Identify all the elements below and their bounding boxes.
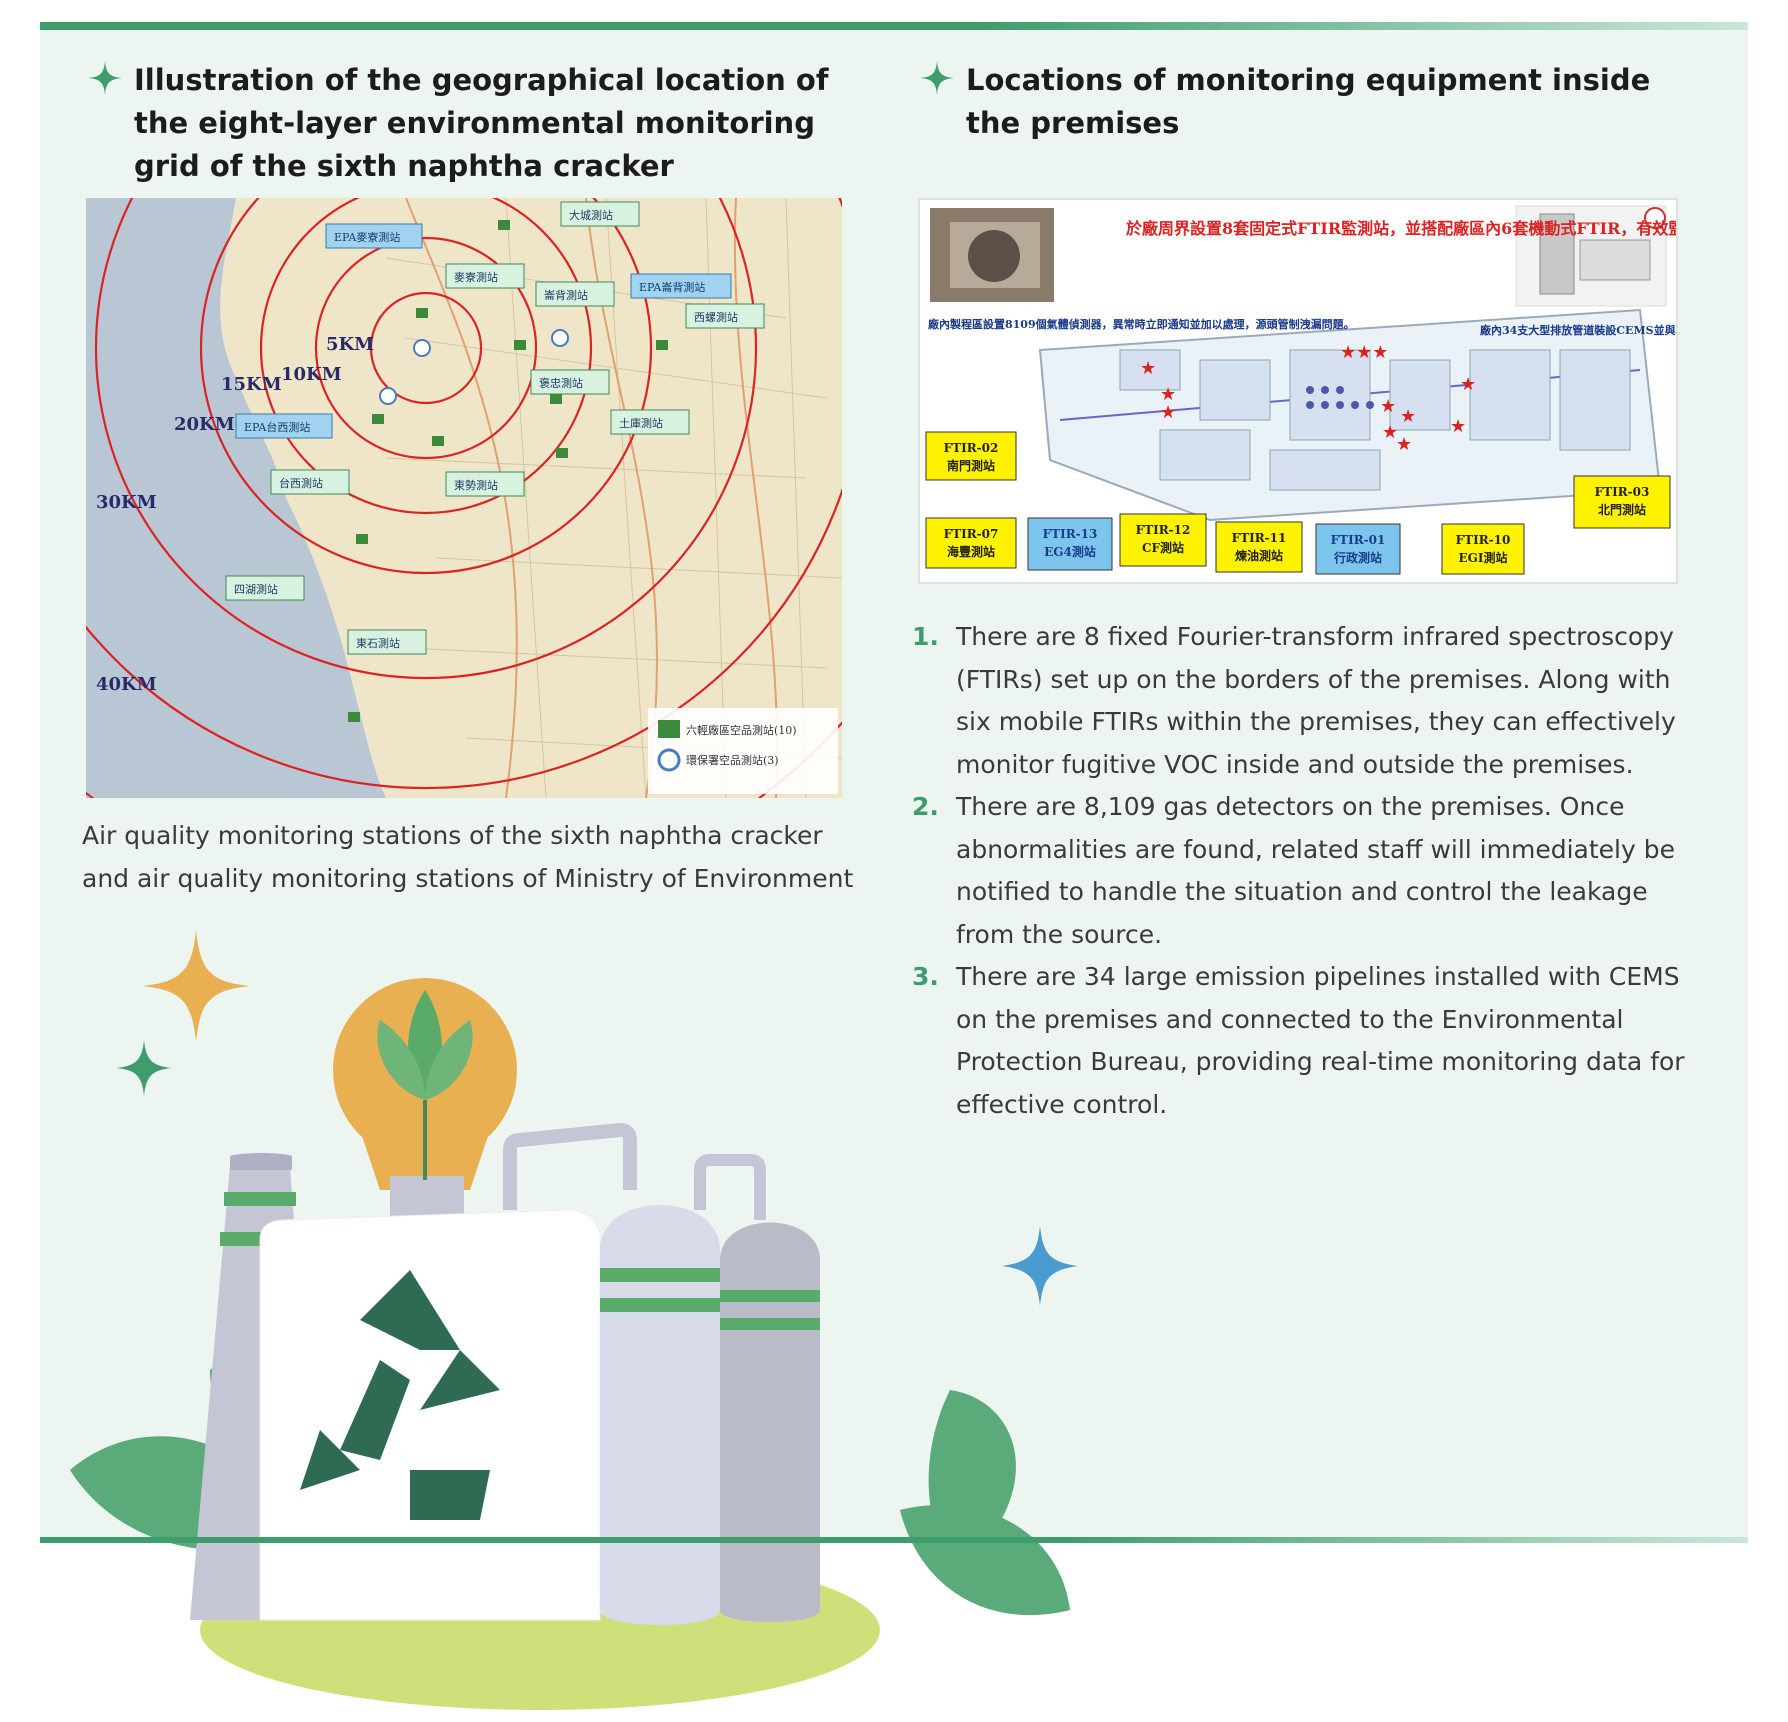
station-label: 崙背測站 [544,288,588,302]
ftir-label-name: 南門測站 [947,458,995,473]
monitoring-list: 1. There are 8 fixed Fourier-transform i… [912,616,1702,1126]
svg-text:★: ★ [1460,374,1476,395]
map-caption: Air quality monitoring stations of the s… [82,821,854,893]
list-number: 2. [912,792,939,821]
ring-label: 40KM [96,674,157,695]
ftir-label-name: 北門測站 [1598,502,1646,517]
list-number: 1. [912,622,939,651]
station-label: 東勢測站 [454,478,498,492]
svg-text:廠內製程區設置8109個氣體偵測器，異常時立即通知並加以處理: 廠內製程區設置8109個氣體偵測器，異常時立即通知並加以處理，源頭管制洩漏問題。 [928,317,1355,331]
station-label: 大城測站 [569,208,613,222]
left-heading: Illustration of the geographical locatio… [87,59,854,188]
ftir-label-name: EGI測站 [1458,550,1507,565]
ftir-label-name: EG4測站 [1044,544,1096,559]
list-number: 3. [912,962,939,991]
svg-text:★: ★ [1140,358,1156,379]
left-heading-text: Illustration of the geographical locatio… [134,63,829,183]
ring-label: 10KM [281,364,342,385]
legend-label: 六輕廠區空品測站(10) [686,723,797,737]
ftir-label-name: 海豐測站 [947,544,995,559]
ftir-label-id: FTIR-11 [1232,531,1287,545]
blue-sparkle-icon [1002,1226,1078,1306]
green-factory-illustration [70,930,1078,1710]
list-item: 3. There are 34 large emission pipelines… [912,956,1702,1126]
left-note: 廠內製程區設置8109個氣體偵測器，異常時立即通知並加以處理，源頭管制洩漏問題。 [928,317,1355,331]
legend-label: 環保署空品測站(3) [686,753,779,767]
orange-sparkle-icon [142,930,250,1042]
svg-text:★: ★ [1450,416,1466,437]
top-note: 於廠周界設置8套固定式FTIR監測站，並搭配廠區內6套機動式FTIR，有效監測廠… [1126,219,1676,238]
svg-text:★: ★ [1400,406,1416,427]
list-text: There are 34 large emission pipelines in… [956,962,1685,1119]
station-label: 東石測站 [356,636,400,650]
list-item: 1. There are 8 fixed Fourier-transform i… [912,616,1702,786]
green-sparkle-icon [116,1040,172,1096]
svg-text:★: ★ [1382,422,1398,443]
ftir-label-id: FTIR-07 [944,527,999,541]
station-label: 褒忠測站 [539,376,583,390]
station-label: EPA崙背測站 [639,280,705,294]
ring-label: 30KM [96,492,157,513]
svg-text:於廠周界設置8套固定式FTIR監測站，並搭配廠區內6套機動式: 於廠周界設置8套固定式FTIR監測站，並搭配廠區內6套機動式FTIR，有效監測廠… [1126,219,1676,238]
station-label: 台西測站 [279,476,323,490]
bottom-accent-bar [40,1537,1748,1543]
ring-label: 15KM [221,374,282,395]
ftir-label-id: FTIR-12 [1136,523,1191,537]
station-label: 四湖測站 [234,582,278,596]
svg-text:★: ★ [1396,434,1412,455]
ftir-label-id: FTIR-02 [944,441,999,455]
monitoring-grid-map: 5KM 10KM 15KM 20KM 30KM 40KM EPA麥寮測站 大城測… [86,198,842,798]
ftir-label-id: FTIR-01 [1331,533,1386,547]
ring-label: 5KM [326,334,374,355]
svg-text:廠內34支大型排放管道裝設CEMS並與環保局連線，提供即時監: 廠內34支大型排放管道裝設CEMS並與環保局連線，提供即時監測數據，有效管制。 [1480,323,1676,337]
plant-monitoring-map: ★★★★★ ★★★ ★★★ ★ 於廠周界設置8套固定式FTIR監測站，並搭配廠區… [918,198,1678,584]
ring-label: 20KM [174,414,235,435]
sparkle-icon [87,60,123,96]
station-label: EPA台西測站 [244,420,310,434]
station-label: 土庫測站 [619,416,663,430]
sparkle-icon [919,60,955,96]
station-label: 麥寮測站 [454,270,498,284]
svg-text:★: ★ [1160,384,1176,405]
svg-text:★: ★ [1160,402,1176,423]
list-item: 2. There are 8,109 gas detectors on the … [912,786,1702,956]
ftir-label-id: FTIR-10 [1456,533,1511,547]
list-text: There are 8 fixed Fourier-transform infr… [956,622,1676,779]
right-heading-text: Locations of monitoring equipment inside… [966,63,1651,140]
right-heading: Locations of monitoring equipment inside… [919,59,1686,145]
ftir-label-id: FTIR-03 [1595,485,1650,499]
svg-text:★★★: ★★★ [1340,342,1388,363]
ftir-label-name: 行政測站 [1333,550,1382,565]
ftir-label-name: CF測站 [1142,540,1184,555]
svg-text:★: ★ [1380,396,1396,417]
ftir-label-id: FTIR-13 [1043,527,1098,541]
station-label: EPA麥寮測站 [334,230,400,244]
list-text: There are 8,109 gas detectors on the pre… [956,792,1675,949]
right-note: 廠內34支大型排放管道裝設CEMS並與環保局連線，提供即時監測數據，有效管制。 [1480,323,1676,337]
station-label: 西螺測站 [694,310,738,324]
ftir-label-name: 煉油測站 [1234,548,1283,563]
top-accent-bar [40,22,1748,30]
